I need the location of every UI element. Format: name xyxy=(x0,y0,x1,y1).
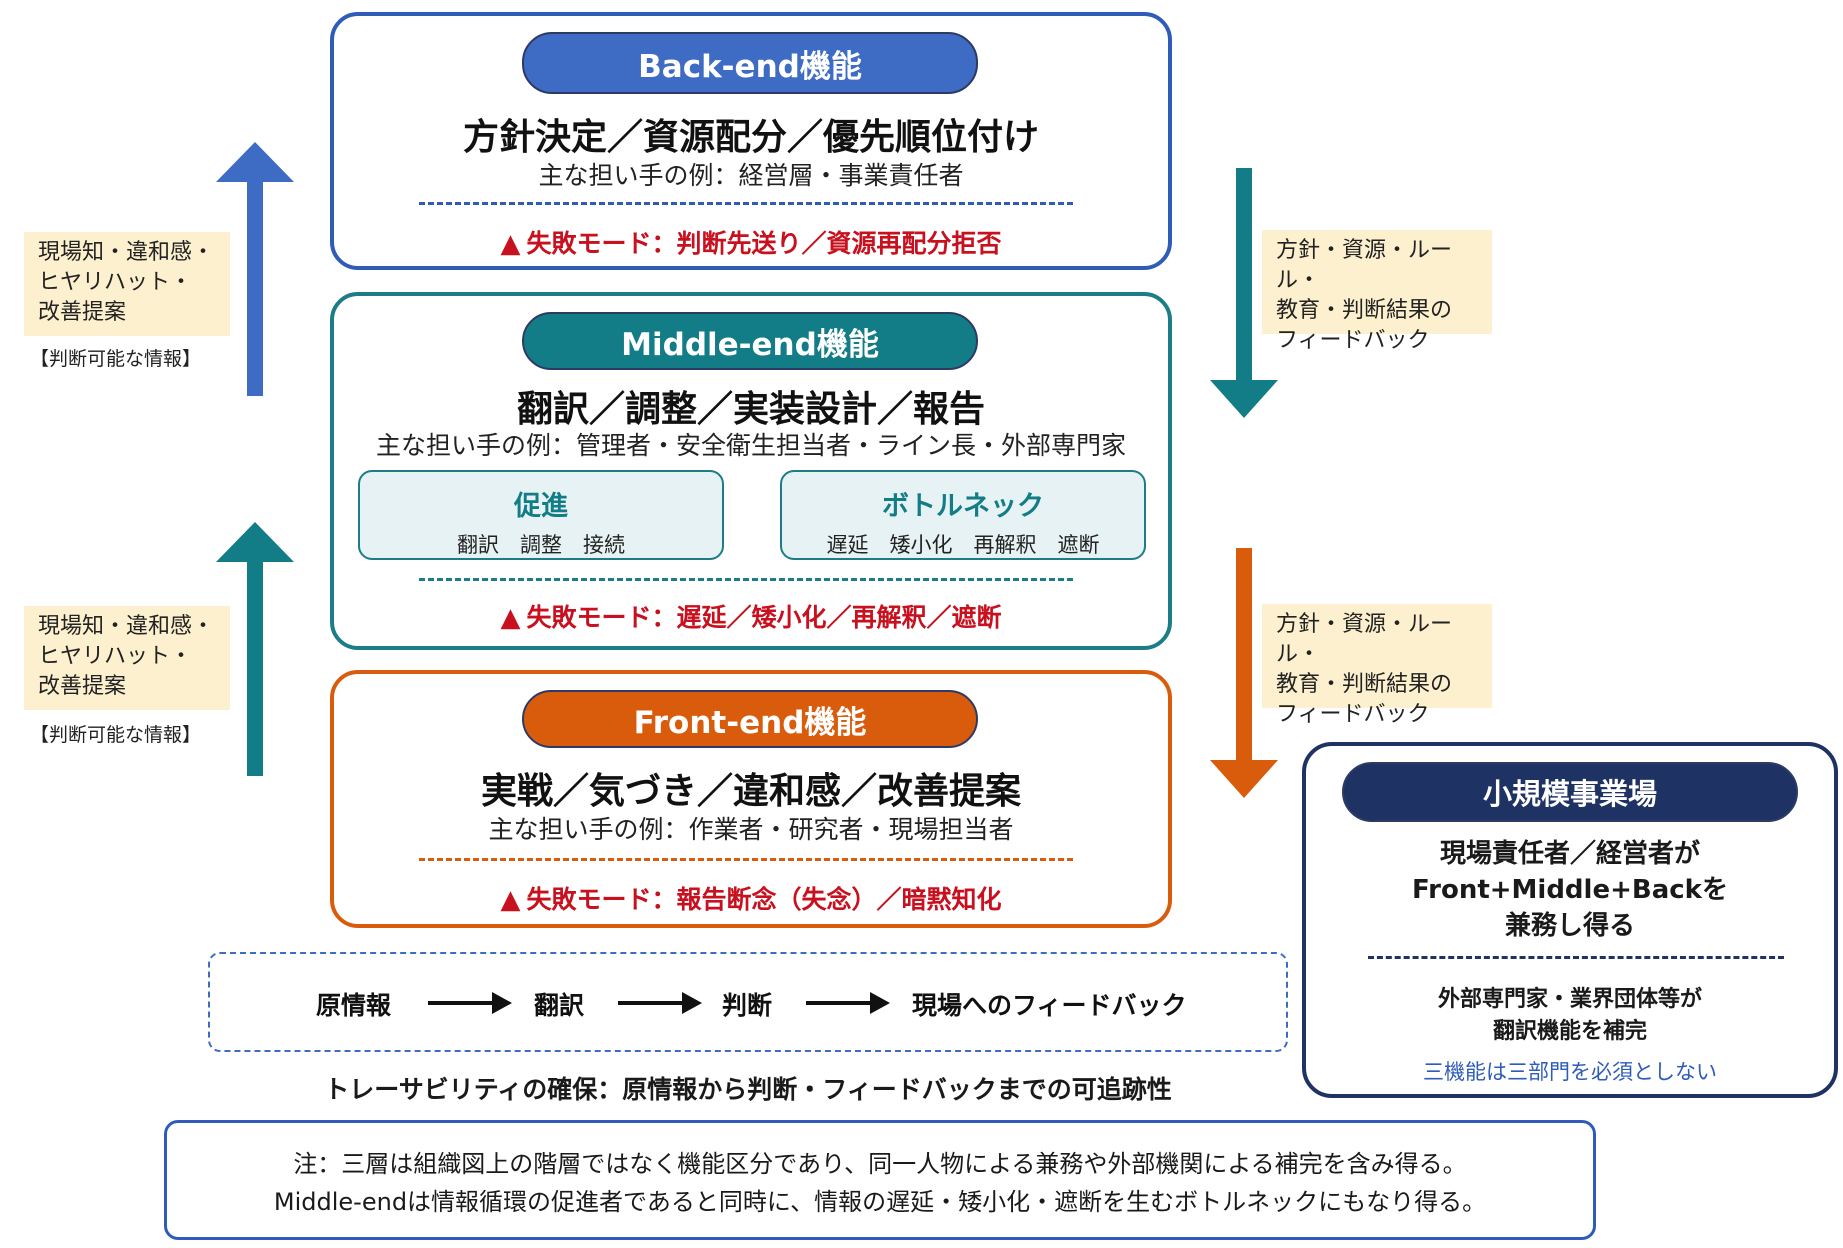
footnote-line-1: 注：三層は組織図上の階層ではなく機能区分であり、同一人物による兼務や外部機関によ… xyxy=(293,1150,1467,1178)
left-note-upper-tag: 【判断可能な情報】 xyxy=(30,348,202,370)
flow-step-raw-info: 原情報 xyxy=(316,991,392,1020)
flow-arrow-2 xyxy=(618,992,702,1014)
down-arrow-back-to-middle xyxy=(1210,168,1278,418)
front-end-panel: Front-end機能 実戦／気づき／違和感／改善提案 主な担い手の例：作業者・… xyxy=(330,670,1172,928)
middle-end-label: Middle-end機能 xyxy=(522,312,978,370)
left-note-upper: 現場知・違和感・ ヒヤリハット・ 改善提案 xyxy=(24,232,230,336)
warning-icon: ▲ xyxy=(500,229,521,259)
middle-end-fail-mode: ▲失敗モード：遅延／矮小化／再解釈／遮断 xyxy=(500,603,1002,633)
footnote-line-2: Middle-endは情報循環の促進者であると同時に、情報の遅延・矮小化・遮断を… xyxy=(273,1188,1487,1216)
down-arrow-middle-to-front xyxy=(1210,548,1278,798)
back-end-title: 方針決定／資源配分／優先順位付け xyxy=(462,117,1039,158)
small-site-label: 小規模事業場 xyxy=(1342,762,1798,822)
warning-icon: ▲ xyxy=(500,885,521,915)
middle-end-divider xyxy=(419,578,1073,581)
flow-arrow-1 xyxy=(428,992,512,1014)
front-end-label: Front-end機能 xyxy=(522,690,978,748)
front-end-divider xyxy=(419,858,1073,861)
left-note-lower: 現場知・違和感・ ヒヤリハット・ 改善提案 xyxy=(24,606,230,710)
flow-step-judge: 判断 xyxy=(722,991,773,1020)
bottleneck-title: ボトルネック xyxy=(882,491,1044,522)
back-end-panel: Back-end機能 方針決定／資源配分／優先順位付け 主な担い手の例：経営層・… xyxy=(330,12,1172,270)
small-site-main: 現場責任者／経営者が Front+Middle+Backを 兼務し得る xyxy=(1412,839,1728,941)
promote-box: 促進 翻訳 調整 接続 xyxy=(358,470,724,560)
small-site-support: 外部専門家・業界団体等が 翻訳機能を補完 xyxy=(1437,987,1702,1044)
back-end-divider xyxy=(419,202,1073,205)
small-site-divider xyxy=(1368,956,1784,959)
footnote-box: 注：三層は組織図上の階層ではなく機能区分であり、同一人物による兼務や外部機関によ… xyxy=(164,1120,1596,1240)
flow-step-feedback: 現場へのフィードバック xyxy=(912,991,1187,1020)
front-end-fail-mode: ▲失敗モード：報告断念（失念）／暗黙知化 xyxy=(500,885,1002,915)
up-arrow-back xyxy=(216,142,294,396)
flow-arrow-3 xyxy=(806,992,890,1014)
promote-items: 翻訳 調整 接続 xyxy=(457,533,625,557)
back-end-subtitle: 主な担い手の例：経営層・事業責任者 xyxy=(538,161,964,190)
front-end-title: 実戦／気づき／違和感／改善提案 xyxy=(480,771,1021,812)
flow-step-translate: 翻訳 xyxy=(534,991,585,1020)
up-arrow-middle xyxy=(216,522,294,776)
bottleneck-items: 遅延 矮小化 再解釈 遮断 xyxy=(826,533,1100,557)
left-note-lower-tag: 【判断可能な情報】 xyxy=(30,724,202,746)
bottleneck-box: ボトルネック 遅延 矮小化 再解釈 遮断 xyxy=(780,470,1146,560)
middle-end-title: 翻訳／調整／実装設計／報告 xyxy=(516,389,985,430)
flow-box xyxy=(208,952,1288,1052)
back-end-fail-mode: ▲失敗モード：判断先送り／資源再配分拒否 xyxy=(500,229,1002,259)
back-end-label: Back-end機能 xyxy=(522,32,978,94)
promote-title: 促進 xyxy=(514,491,568,522)
small-site-panel: 小規模事業場 現場責任者／経営者が Front+Middle+Backを 兼務し… xyxy=(1302,742,1838,1098)
warning-icon: ▲ xyxy=(500,603,521,633)
small-site-note: 三機能は三部門を必須としない xyxy=(1423,1060,1717,1084)
right-note-lower: 方針・資源・ルール・ 教育・判断結果の フィードバック xyxy=(1262,604,1492,727)
middle-end-panel: Middle-end機能 翻訳／調整／実装設計／報告 主な担い手の例：管理者・安… xyxy=(330,292,1172,650)
middle-end-subtitle: 主な担い手の例：管理者・安全衛生担当者・ライン長・外部専門家 xyxy=(375,431,1126,460)
right-note-upper: 方針・資源・ルール・ 教育・判断結果の フィードバック xyxy=(1262,230,1492,353)
front-end-subtitle: 主な担い手の例：作業者・研究者・現場担当者 xyxy=(488,815,1014,844)
traceability-caption: トレーサビリティの確保：原情報から判断・フィードバックまでの可追跡性 xyxy=(324,1075,1172,1104)
